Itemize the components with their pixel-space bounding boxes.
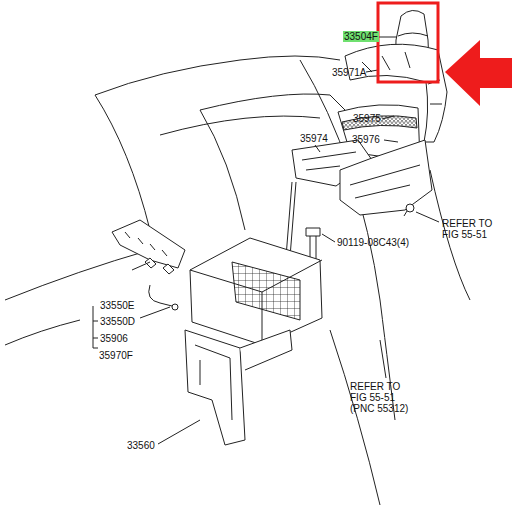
leader-line [132,262,150,270]
shifter-housing [190,260,322,345]
part-number: 33504F [343,31,379,42]
console-outline [95,95,150,230]
part-number: 33560 [127,440,155,451]
console-outline [5,250,150,300]
part-number: 33550D [100,316,135,327]
bulb [145,258,174,274]
reference-note: REFER TO FIG 55-51 [442,218,502,240]
console-outline [95,56,340,95]
highlight-arrow [445,40,512,106]
part-number: 35970F [99,350,133,361]
leader-line [384,140,398,142]
leader-line [366,70,378,72]
reference-note: REFER TO FIG 55-51 (PNC 55312) [350,381,414,414]
boot-slot [362,52,442,104]
console-outline [160,116,320,135]
part-number: 35975 [353,113,381,124]
highlight-box [378,3,438,82]
leader-line [158,420,200,444]
group-bracket [93,321,98,338]
shift-knob [398,33,428,36]
leader-line [322,234,335,242]
shift-bracket [350,165,420,198]
leader-line [315,145,320,152]
part-number: 35906 [100,333,128,344]
console-outline [200,110,245,230]
shifter-housing [232,262,300,320]
part-number: 33550E [100,300,134,311]
group-bracket [93,306,98,348]
leader-line [380,340,386,378]
console-outline [200,94,345,110]
shift-base [185,330,245,445]
console-outline [330,330,380,505]
leader-line [382,116,394,119]
screw [404,211,407,216]
shift-base [240,330,292,370]
wire [149,285,172,306]
shift-base [195,345,232,420]
part-number: 90119-08C43(4) [337,237,409,248]
part-number: 35976 [352,134,380,145]
part-number: 35974 [300,133,328,144]
shift-bracket [340,140,432,215]
leader-line [140,307,170,318]
screw [406,204,414,212]
bulb-socket [172,304,178,310]
leader-line [416,212,439,222]
console-outline [5,320,80,345]
part-number: 35971A [332,67,366,78]
connector-block [125,232,167,256]
shifter-housing [190,238,322,345]
